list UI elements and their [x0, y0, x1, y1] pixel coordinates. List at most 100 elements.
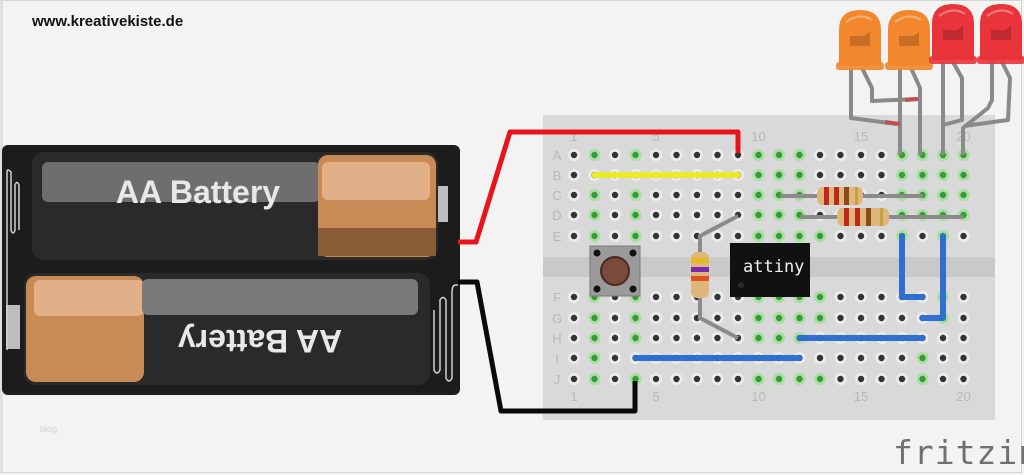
breadboard-hole-center: [919, 232, 926, 240]
led-red: [977, 4, 1024, 64]
battery-bottom: AA Battery: [6, 273, 430, 385]
breadboard-hole-center: [632, 232, 639, 240]
breadboard-hole-center: [857, 293, 865, 301]
resistor-2: [800, 208, 963, 226]
breadboard-hole-center: [857, 232, 865, 240]
breadboard-hole-center: [714, 232, 721, 240]
push-button[interactable]: [589, 245, 641, 297]
battery-top: AA Battery: [32, 152, 448, 260]
breadboard-hole-center: [939, 354, 947, 362]
row-label: B: [553, 168, 562, 183]
breadboard-hole-center: [632, 375, 639, 383]
breadboard-hole-center: [693, 151, 701, 159]
battery-pack: AA Battery AA Battery: [2, 145, 460, 395]
breadboard-hole-center: [570, 211, 578, 219]
breadboard-hole-center: [714, 375, 721, 383]
breadboard-hole-center: [857, 151, 865, 159]
breadboard-wires: [591, 172, 946, 361]
led-red: [929, 4, 977, 64]
breadboard-hole-center: [632, 211, 639, 219]
breadboard-hole-center: [632, 151, 639, 159]
breadboard-hole-center: [632, 334, 639, 342]
breadboard-hole-center: [734, 151, 742, 159]
breadboard-hole-center: [898, 314, 906, 322]
column-label: 10: [751, 389, 765, 404]
breadboard-hole-center: [837, 314, 844, 322]
breadboard-hole-center: [775, 211, 783, 219]
breadboard-hole-center: [652, 232, 660, 240]
column-label: 1: [570, 129, 577, 144]
breadboard-hole-center: [673, 334, 680, 342]
breadboard-hole-center: [796, 314, 803, 322]
breadboard-hole-center: [775, 334, 783, 342]
breadboard-hole-center: [611, 191, 619, 199]
battery-spring-left: [6, 169, 20, 350]
breadboard-hole-center: [755, 314, 762, 322]
row-label: H: [552, 331, 561, 346]
breadboard-hole-center: [734, 375, 742, 383]
wire-blue-l2: [919, 233, 946, 321]
battery-bottom-label: AA Battery: [178, 323, 342, 359]
breadboard-hole-center: [591, 232, 598, 240]
column-label: 20: [956, 389, 970, 404]
column-label: 15: [854, 129, 868, 144]
blog-watermark: blog: [40, 424, 58, 434]
row-label: J: [554, 372, 561, 387]
breadboard-hole-center: [878, 375, 885, 383]
breadboard-hole-center: [837, 171, 844, 179]
breadboard-hole-center: [837, 151, 844, 159]
breadboard-hole-center: [919, 171, 926, 179]
breadboard-hole-center: [755, 375, 762, 383]
breadboard-hole-center: [796, 151, 803, 159]
breadboard-hole-center: [837, 375, 844, 383]
breadboard-hole-center: [673, 151, 680, 159]
breadboard-hole-center: [816, 151, 824, 159]
leds: [836, 4, 1024, 70]
breadboard-hole-center: [570, 375, 578, 383]
breadboard-hole-center: [570, 151, 578, 159]
breadboard-hole-center: [960, 375, 967, 383]
resistor-1: [780, 187, 923, 205]
breadboard-hole-center: [673, 314, 680, 322]
column-label: 1: [570, 389, 577, 404]
breadboard-hole-center: [878, 293, 885, 301]
breadboard-hole-center: [960, 232, 967, 240]
breadboard-hole-center: [714, 191, 721, 199]
attiny-chip: attiny: [730, 243, 810, 297]
breadboard-hole-center: [570, 334, 578, 342]
breadboard-hole-center: [878, 314, 885, 322]
breadboard-hole-center: [611, 375, 619, 383]
breadboard-hole-center: [693, 191, 701, 199]
breadboard-hole-center: [775, 232, 783, 240]
breadboard-hole-center: [693, 375, 701, 383]
wire-blue-l1: [899, 233, 926, 300]
breadboard-hole-center: [611, 151, 619, 159]
chip-label: attiny: [743, 257, 804, 277]
breadboard-hole-center: [611, 334, 619, 342]
breadboard-hole-center: [673, 191, 680, 199]
row-label: I: [555, 351, 559, 366]
breadboard-hole-center: [673, 232, 680, 240]
column-label: 10: [751, 129, 765, 144]
row-label: C: [552, 188, 561, 203]
breadboard-hole-center: [816, 293, 824, 301]
breadboard-hole-center: [734, 191, 742, 199]
breadboard-hole-center: [591, 211, 598, 219]
led-orange: [885, 10, 933, 70]
breadboard-hole-center: [652, 191, 660, 199]
breadboard-hole-center: [878, 151, 885, 159]
breadboard-hole-center: [591, 314, 598, 322]
breadboard-hole-center: [673, 211, 680, 219]
breadboard-hole-center: [693, 334, 701, 342]
breadboard-hole-center: [878, 232, 885, 240]
breadboard-hole-center: [570, 293, 578, 301]
breadboard-hole-center: [796, 232, 803, 240]
breadboard-hole-center: [796, 375, 803, 383]
breadboard-hole-center: [693, 211, 701, 219]
breadboard-hole-center: [611, 354, 619, 362]
battery-top-label: AA Battery: [116, 174, 280, 210]
wire-black: [458, 279, 638, 414]
breadboard-hole-center: [734, 314, 742, 322]
breadboard-hole-center: [960, 293, 967, 301]
